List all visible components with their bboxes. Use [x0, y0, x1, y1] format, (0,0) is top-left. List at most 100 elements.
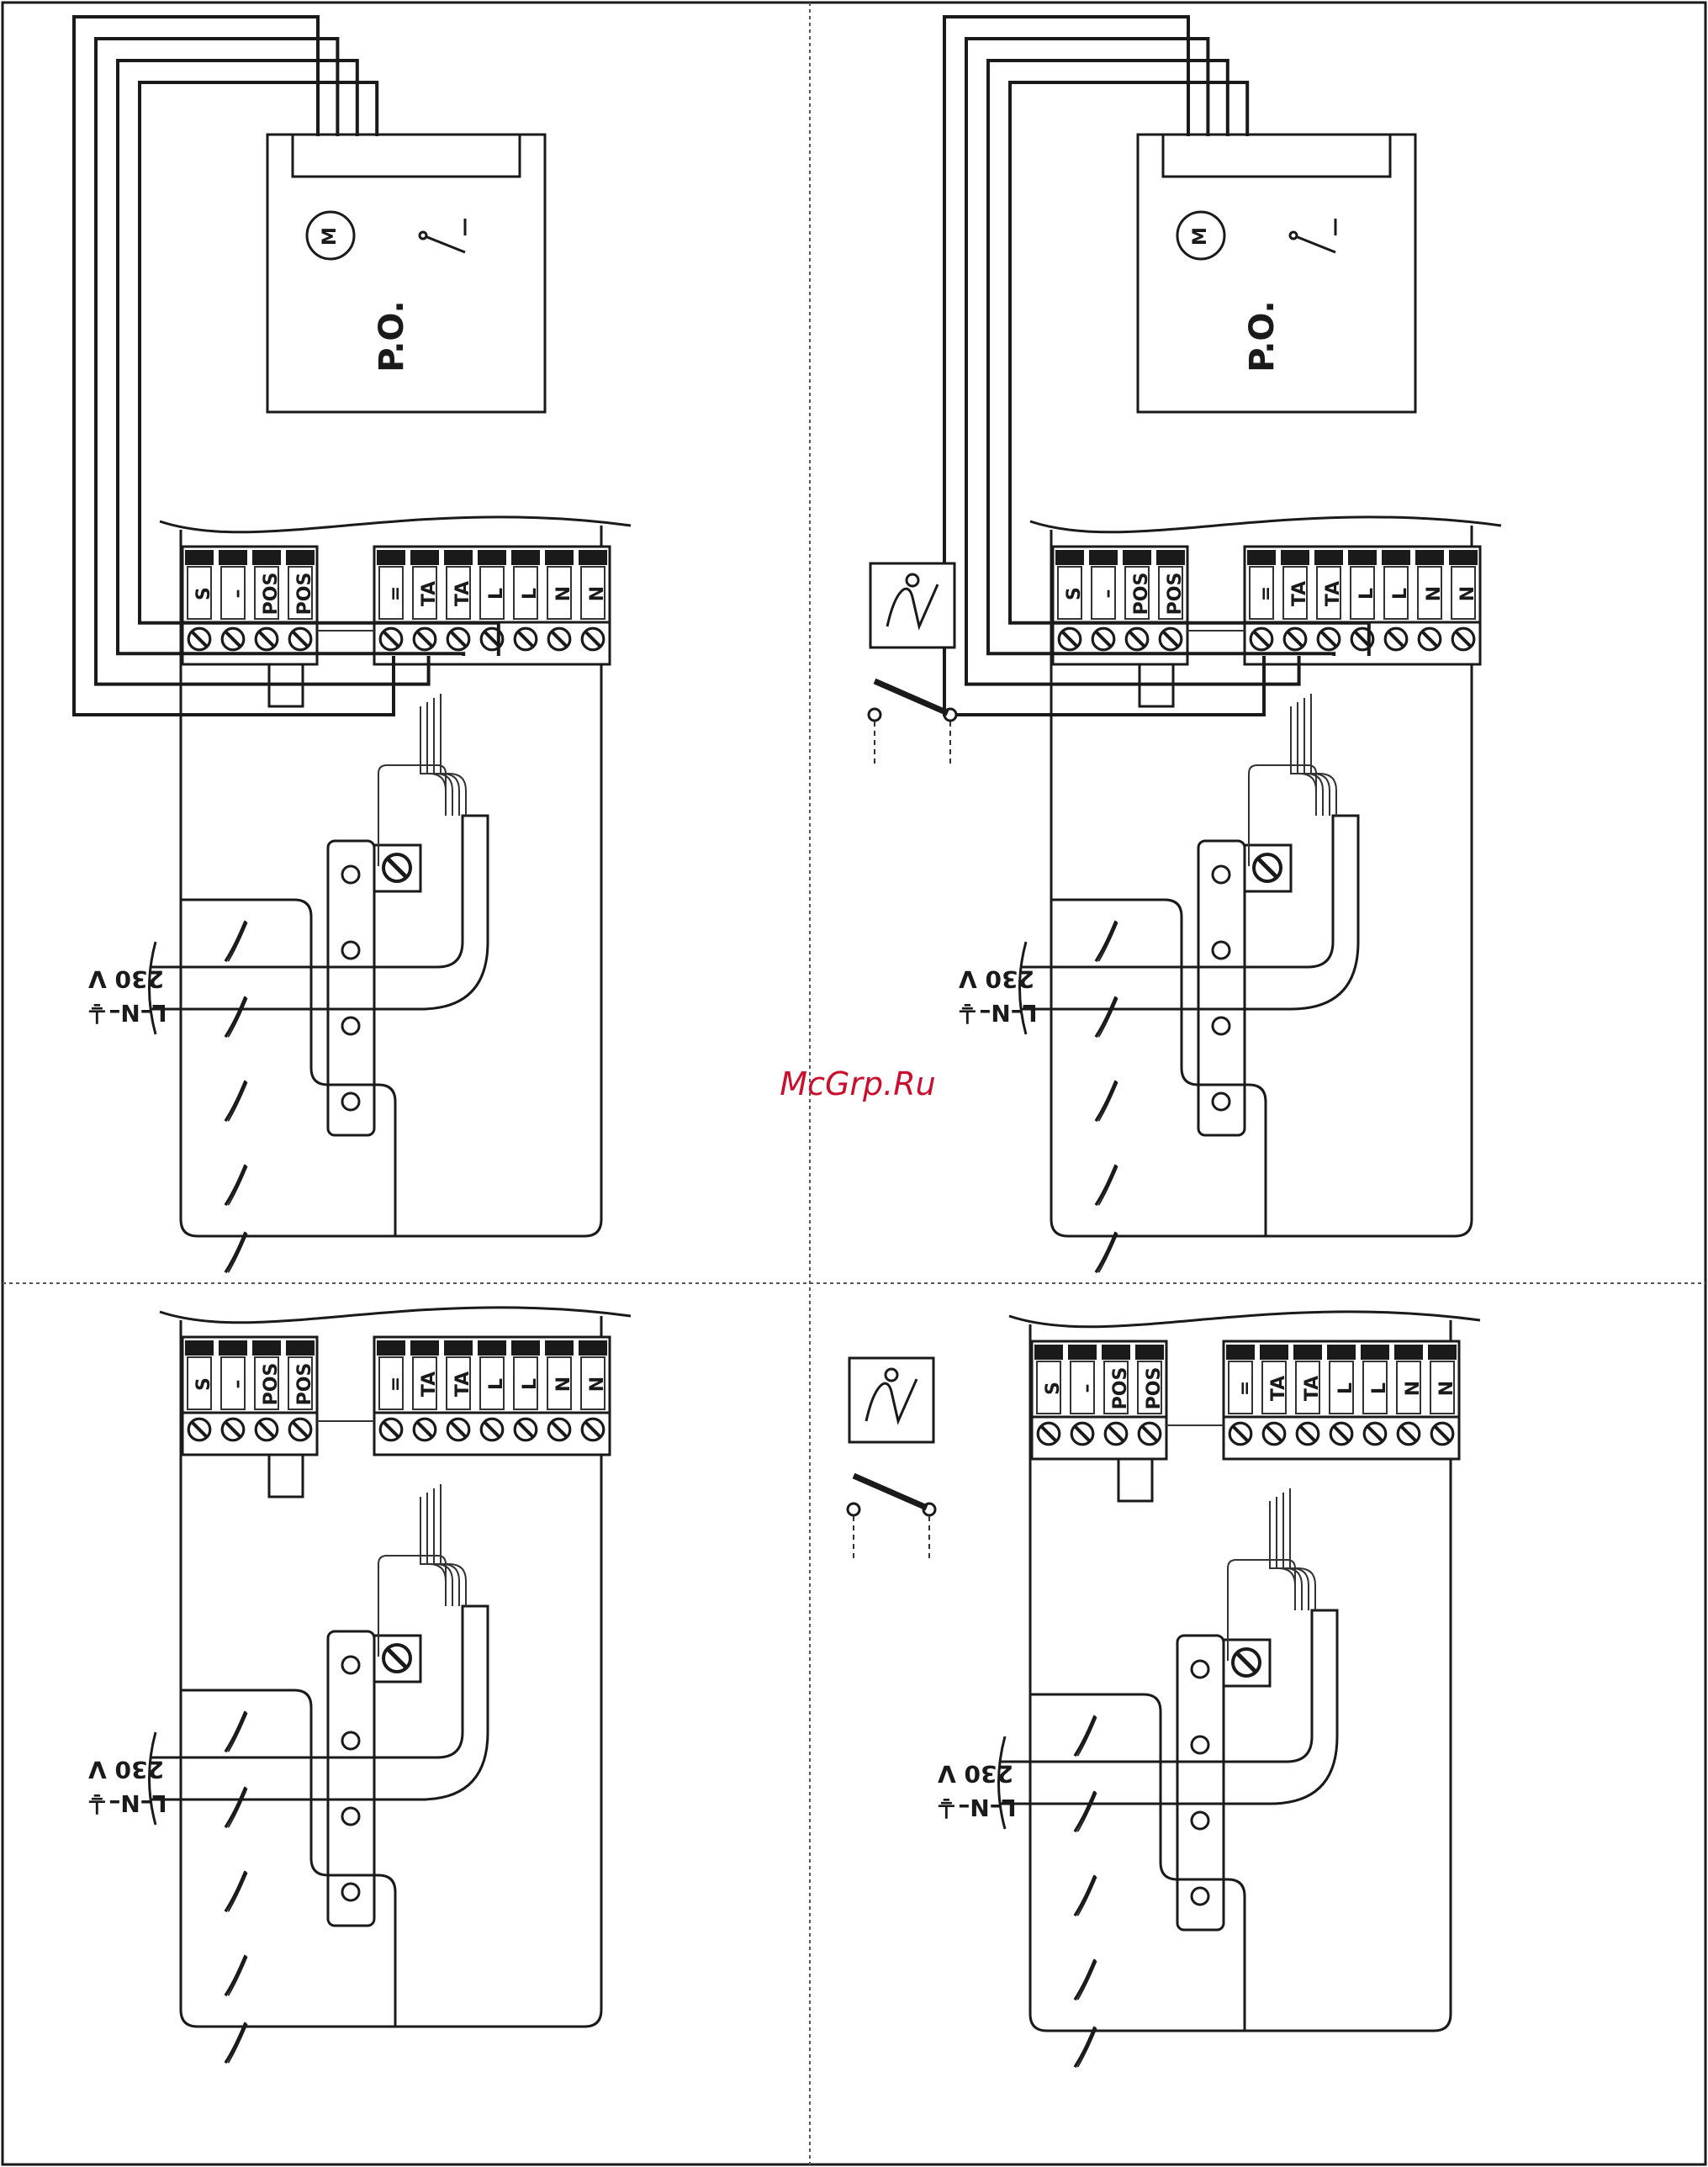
terminal-block-left-label-1: –	[1097, 589, 1118, 599]
rail-hole-icon	[342, 1884, 359, 1900]
actuator-connector	[293, 135, 520, 177]
terminal-block-right-clip-2	[444, 550, 473, 565]
terminal-block-left-clip-3	[1135, 1345, 1164, 1360]
terminal-block-left-clip-0	[185, 550, 214, 565]
terminal-block-right-clip-6	[579, 1340, 607, 1356]
terminal-block-right-clip-6	[579, 550, 607, 565]
terminal-block-right-clip-6	[1428, 1345, 1457, 1360]
terminal-block-right-clip-4	[1382, 550, 1410, 565]
terminal-block-left-clip-2	[252, 1340, 281, 1356]
supply-phases-label: L–N–⏚	[955, 999, 1037, 1027]
terminal-block-left-label-3: POS	[1144, 1367, 1165, 1410]
switch-lever-icon	[854, 1476, 927, 1508]
earth-screw-icon	[383, 1645, 410, 1672]
main-cable	[1022, 816, 1358, 1009]
thermostat-knob-icon	[907, 574, 918, 586]
terminal-block-left-label-0: S	[1064, 587, 1085, 600]
terminal-block-right-label-0: =	[1256, 586, 1277, 601]
earth-screw-icon	[383, 854, 410, 881]
cable-clip-icon	[225, 1081, 247, 1121]
rail-hole-icon	[342, 1657, 359, 1673]
terminal-screw-icon	[1431, 1423, 1453, 1445]
terminal-block-left-clip-1	[219, 1340, 247, 1356]
rail-hole-icon	[1213, 1093, 1229, 1110]
terminal-block-left-clip-0	[185, 1340, 214, 1356]
terminal-block-left-label-3: POS	[294, 573, 315, 616]
terminal-block-left-label-1: –	[1076, 1384, 1097, 1393]
terminal-block-right-label-2: TA	[452, 1372, 473, 1397]
terminal-block-left-label-0: S	[193, 1377, 214, 1391]
rail-hole-icon	[1213, 866, 1229, 883]
terminal-block-right-label-1: TA	[419, 1372, 440, 1397]
terminal-block-right-clip-4	[1361, 1345, 1389, 1360]
terminal-screw-icon	[582, 1419, 604, 1440]
panel-bottom-left: 230 VL–N–⏚S–POSPOS=TATALLNN	[85, 1308, 631, 2063]
switch-leads	[875, 721, 950, 764]
terminal-screw-icon	[1297, 1423, 1319, 1445]
terminal-block-left-clip-0	[1055, 550, 1084, 565]
terminal-block-right-clip-5	[545, 1340, 574, 1356]
terminal-screw-icon	[1251, 628, 1272, 650]
terminal-block-right-label-4: L	[1390, 588, 1411, 600]
cable-clip-icon	[225, 1955, 247, 1995]
main-cable	[1001, 1610, 1337, 1804]
earth-rail	[328, 1631, 374, 1926]
switch-contact-left-icon	[869, 709, 880, 721]
cable-clip-icon	[1075, 1959, 1097, 2000]
terminal-screw-icon	[188, 628, 210, 650]
actuator-label: P.O.	[373, 300, 411, 373]
rail-hole-icon	[342, 1093, 359, 1110]
cable-clip-icon	[225, 2022, 247, 2063]
terminal-screw-icon	[1364, 1423, 1386, 1445]
rail-hole-icon	[1192, 1812, 1208, 1829]
terminal-block-right-label-3: L	[486, 588, 507, 600]
cable-clip-icon	[1075, 1715, 1097, 1756]
terminal-screw-icon	[188, 1419, 210, 1440]
panel-top-left: 230 VL–N–⏚S–POSPOS=TATALLNNMP.O.	[74, 17, 631, 1272]
rail-hole-icon	[1213, 942, 1229, 959]
motor-label: M	[320, 227, 341, 246]
terminal-block-left-label-1: –	[227, 1380, 248, 1389]
terminal-block-left-label-3: POS	[1165, 573, 1186, 616]
terminal-block-right-label-5: N	[1403, 1381, 1424, 1396]
terminal-block-right-label-3: L	[1335, 1382, 1356, 1394]
housing-top-edge	[1030, 517, 1501, 532]
limit-switch-contact-icon	[1290, 232, 1297, 239]
terminal-block-left-clip-0	[1034, 1345, 1063, 1360]
housing-top-edge	[160, 1308, 631, 1323]
terminal-block-right-label-3: L	[1356, 588, 1378, 600]
terminal-block-right-label-5: N	[553, 1377, 574, 1392]
terminal-block-left-clip-3	[286, 550, 315, 565]
terminal-block-right-clip-3	[1348, 550, 1377, 565]
terminal-screw-icon	[548, 628, 570, 650]
terminal-block-left-label-2: POS	[1131, 573, 1152, 616]
terminal-block-right-clip-4	[511, 550, 540, 565]
earth-rail	[1177, 1636, 1224, 1930]
terminal-block-right-label-6: N	[587, 1377, 608, 1392]
main-cable	[151, 816, 488, 1009]
rail-hole-icon	[342, 866, 359, 883]
terminal-block-right-clip-0	[377, 550, 405, 565]
terminal-screw-icon	[1071, 1423, 1093, 1445]
terminal-block-left-clip-2	[252, 550, 281, 565]
limit-switch-icon	[1293, 219, 1335, 252]
rail-hole-icon	[342, 1732, 359, 1749]
terminal-block-left-label-0: S	[1043, 1382, 1064, 1395]
switch-contact-left-icon	[848, 1504, 859, 1515]
cable-clip-icon	[225, 1871, 247, 1911]
rail-hole-icon	[1192, 1661, 1208, 1678]
housing-top-edge	[160, 517, 631, 532]
terminal-screw-icon	[548, 1419, 570, 1440]
terminal-block-right-clip-0	[1226, 1345, 1255, 1360]
terminal-block-right-clip-2	[444, 1340, 473, 1356]
cable-clip-icon	[1096, 996, 1118, 1037]
terminal-block-left-clip-2	[1102, 1345, 1130, 1360]
rail-hole-icon	[1192, 1736, 1208, 1753]
terminal-block-right-label-4: L	[520, 1378, 541, 1390]
terminal-screw-icon	[289, 628, 311, 650]
terminal-block-right-label-1: TA	[1268, 1376, 1289, 1401]
terminal-screw-icon	[1419, 628, 1441, 650]
cable-clip-icon	[225, 1165, 247, 1205]
terminal-screw-icon	[1229, 1423, 1251, 1445]
terminal-block-right-clip-1	[410, 550, 439, 565]
